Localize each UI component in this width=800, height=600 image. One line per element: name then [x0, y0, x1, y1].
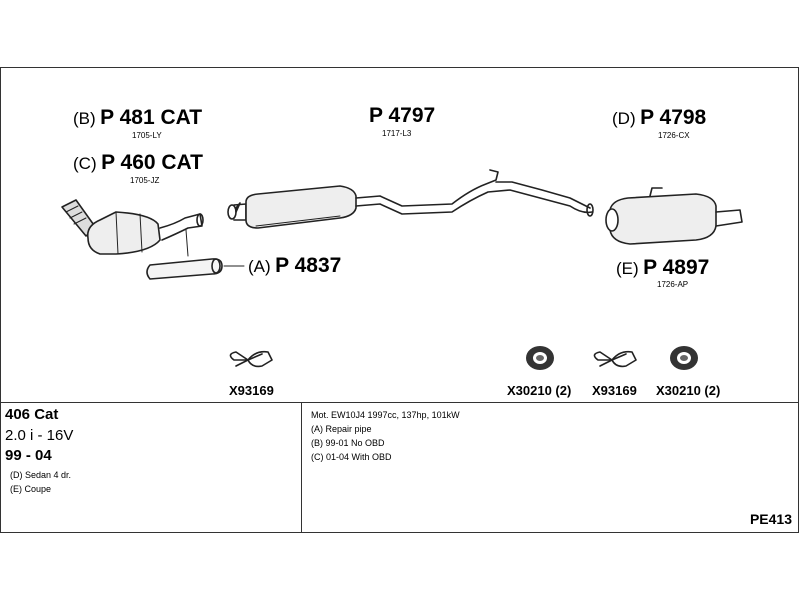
catalytic-converter-icon: [61, 199, 204, 255]
car-years: 99 - 04: [5, 447, 52, 464]
part-main-label: P 4797: [369, 104, 435, 128]
gasket-icon-1: [526, 346, 554, 370]
part-e-prefix: (E): [616, 259, 639, 278]
clamp-icon-2: [593, 350, 637, 368]
note-a: (A) Repair pipe: [311, 424, 372, 434]
divider-vertical: [301, 402, 302, 533]
part-c-code: P 460 CAT: [101, 151, 203, 174]
part-d-label: (D) P 4798: [612, 106, 706, 130]
note-motor: Mot. EW10J4 1997cc, 137hp, 101kW: [311, 410, 460, 420]
part-b-code: P 481 CAT: [100, 106, 203, 129]
middle-silencer-icon: [227, 169, 594, 229]
part-e-label: (E) P 4897: [616, 256, 709, 280]
clamp-icon-1: [229, 350, 273, 368]
repair-pipe-icon: [146, 229, 245, 280]
part-e-sub: 1726-AP: [657, 280, 689, 289]
gasket-label-2: X30210 (2): [656, 383, 721, 398]
part-d-sub: 1726-CX: [658, 131, 690, 140]
note-b: (B) 99-01 No OBD: [311, 438, 385, 448]
part-b-sub: 1705-LY: [132, 131, 162, 140]
reference-code: PE413: [749, 511, 792, 527]
part-a-code: P 4837: [275, 254, 342, 277]
part-e-code: P 4897: [643, 256, 710, 279]
part-c-sub: 1705-JZ: [130, 176, 160, 185]
part-b-prefix: (B): [73, 109, 96, 128]
part-c-prefix: (C): [73, 154, 97, 173]
body-sedan: (D) Sedan 4 dr.: [10, 470, 72, 480]
rear-silencer-icon: [605, 187, 743, 245]
part-d-code: P 4798: [640, 106, 707, 129]
part-c-label: (C) P 460 CAT: [73, 151, 203, 175]
part-main-code: P 4797: [369, 104, 436, 127]
gasket-label-1: X30210 (2): [507, 383, 572, 398]
gasket-icon-2: [670, 346, 698, 370]
part-d-prefix: (D): [612, 109, 636, 128]
clamp-label-2: X93169: [592, 383, 637, 398]
note-c: (C) 01-04 With OBD: [311, 452, 392, 462]
car-engine: 2.0 i - 16V: [5, 427, 74, 444]
divider-horizontal: [0, 402, 799, 403]
car-title: 406 Cat: [5, 406, 59, 423]
part-a-label: (A) P 4837: [248, 254, 341, 278]
part-main-sub: 1717-L3: [382, 129, 412, 138]
body-coupe: (E) Coupe: [10, 484, 52, 494]
clamp-label-1: X93169: [229, 383, 274, 398]
part-b-label: (B) P 481 CAT: [73, 106, 202, 130]
diagram-frame: [0, 67, 799, 533]
part-a-prefix: (A): [248, 257, 271, 276]
